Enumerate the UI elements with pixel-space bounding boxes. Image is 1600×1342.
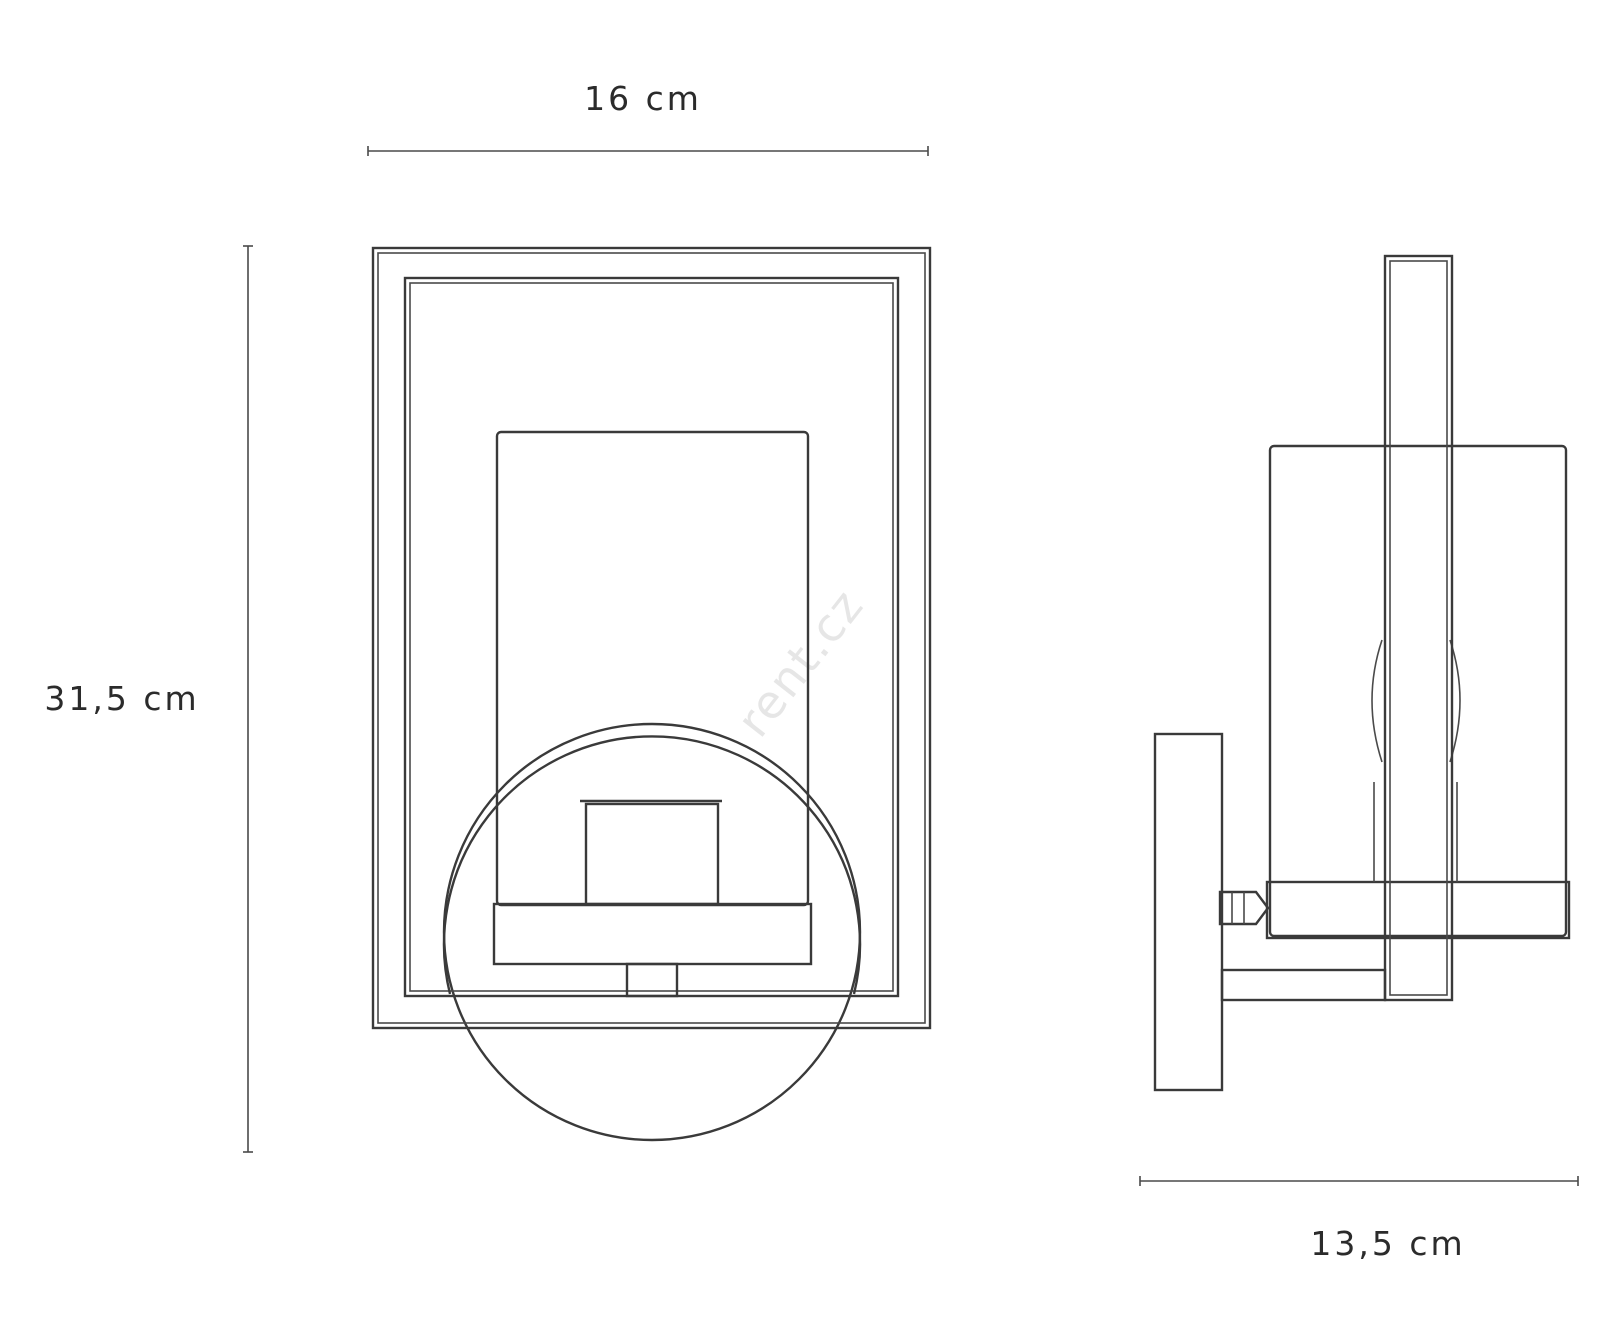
mounting-stem [625, 962, 679, 998]
side-arm [1220, 968, 1387, 1002]
shade-base [492, 902, 813, 966]
side-connector [1218, 890, 1270, 926]
lamp-holder [584, 802, 720, 906]
side-view [1153, 254, 1571, 1092]
outer-frame-inner-edge [377, 252, 926, 1024]
outer-frame [371, 246, 932, 1030]
side-wall-plate [1153, 732, 1224, 1092]
depth-dimension: 13,5 cm [1139, 1176, 1579, 1263]
width-label: 16 cm [584, 79, 702, 118]
wall-plate-arc-inner [442, 735, 862, 995]
side-bulb [1371, 639, 1461, 763]
height-label: 31,5 cm [44, 679, 199, 718]
width-dimension: 16 cm [367, 79, 929, 156]
inner-frame-inner-edge [409, 282, 894, 992]
side-frame-bar [1383, 254, 1454, 1002]
side-shade-base [1265, 880, 1571, 940]
depth-label: 13,5 cm [1310, 1224, 1465, 1263]
height-dimension: 31,5 cm [44, 245, 253, 1153]
side-frame-bar-inner [1389, 260, 1448, 996]
side-glass-shade [1268, 444, 1568, 938]
wall-plate-circle [442, 722, 862, 1142]
watermark-text: rent.cz [726, 578, 874, 746]
front-view [371, 246, 932, 1142]
